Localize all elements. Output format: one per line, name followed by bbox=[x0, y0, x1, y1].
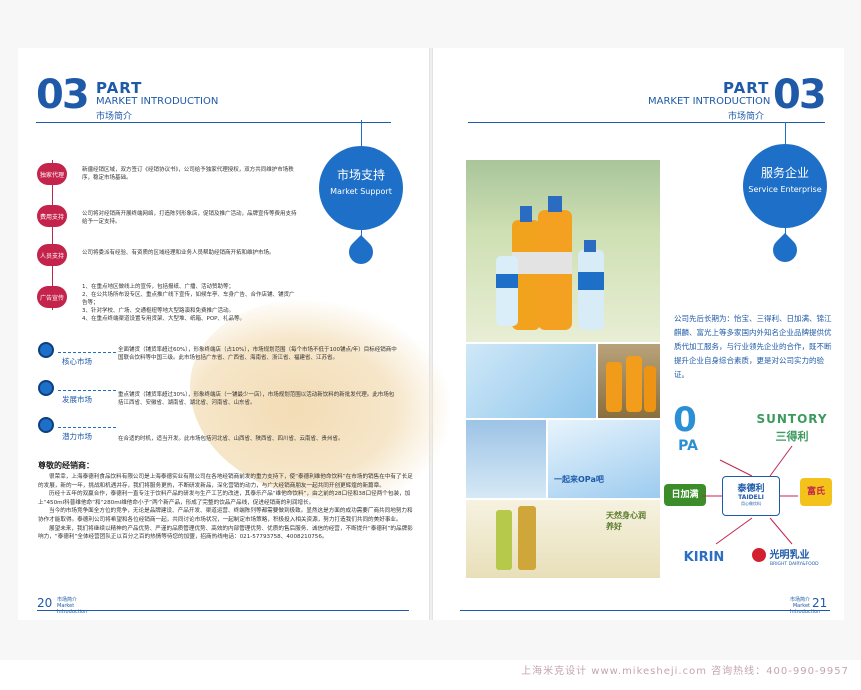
service-enterprise-badge: 服务企业 Service Enterprise bbox=[743, 144, 827, 228]
ads-line-3: 3、针对学校、广场、交通枢纽等地大型路演和免费推广活动。 bbox=[82, 308, 235, 314]
taideli-logo: 泰德利 TAIDELI 用心做饮料 bbox=[722, 476, 780, 516]
market-dash-develop bbox=[58, 390, 116, 391]
product-photo-bottles bbox=[466, 160, 660, 342]
ads-line-1: 1、在重点地区做线上的宣传，包括报纸、广播、活动赞助等； bbox=[82, 284, 235, 290]
page-sub-cn: 市场简介 bbox=[57, 597, 78, 603]
section-number-right: 03 bbox=[773, 72, 827, 118]
china-map-graphic bbox=[190, 300, 450, 500]
page-sub-en1: Market bbox=[792, 603, 810, 609]
photo-water-splash bbox=[466, 344, 596, 418]
potential-market-marker-icon bbox=[38, 417, 54, 433]
guangming-mark-icon bbox=[752, 548, 766, 562]
market-support-badge: 市场支持 Market Support bbox=[319, 146, 403, 230]
footer-rule-right bbox=[460, 610, 830, 611]
title-en-left: MARKET INTRODUCTION bbox=[96, 96, 219, 107]
page-sub-cn: 市场简介 bbox=[790, 597, 811, 603]
orange-bottles-icon bbox=[606, 356, 656, 412]
market-text-core: 全面铺货（铺货率超过60%），形象终端店（占10%），市场规划范围（每个市场不低… bbox=[118, 347, 397, 361]
market-label-develop: 发展市场 bbox=[62, 395, 92, 404]
letter-greeting: 尊敬的经销商： bbox=[38, 461, 94, 470]
service-description: 公司先后长期为：怡宝、三得利、日加满、锦江麒麟、富光上等多家国内外知名企业品牌提… bbox=[674, 314, 832, 379]
guangming-logo-cn: 光明乳业 bbox=[769, 550, 810, 561]
fuguang-logo: 富氏 bbox=[800, 478, 832, 506]
core-market-marker-icon bbox=[38, 342, 54, 358]
page-sub-right: 市场简介 Market Introduction bbox=[790, 597, 821, 615]
photo-orange-bottles bbox=[598, 344, 660, 418]
rijiaman-logo: 日加满 bbox=[664, 484, 706, 506]
section-number-left: 03 bbox=[36, 72, 90, 118]
header-rule-left bbox=[36, 122, 391, 123]
page-number-left: 20 bbox=[37, 596, 53, 610]
suntory-logo-cn: 三得利 bbox=[775, 430, 809, 443]
tea-bottles-icon bbox=[496, 506, 536, 570]
support-label-ads: 广告宣传 bbox=[37, 286, 67, 308]
support-label-funding: 费用支持 bbox=[37, 205, 67, 227]
market-label-potential: 潜力市场 bbox=[62, 432, 92, 441]
guangming-logo: 光明乳业 BRIGHT DAIRY&FOOD bbox=[752, 546, 836, 567]
develop-market-marker-icon bbox=[38, 380, 54, 396]
page-sub-en2: Introduction bbox=[790, 609, 821, 615]
page-sub-left: 市场简介 Market Introduction bbox=[57, 597, 87, 615]
support-timeline bbox=[52, 160, 53, 310]
taideli-logo-cn: 泰德利 bbox=[737, 484, 765, 494]
market-support-en: Market Support bbox=[330, 187, 392, 196]
photo-tea-ad: 天然身心润养好 bbox=[466, 500, 660, 578]
footer-rule-left bbox=[37, 610, 409, 611]
market-text-potential: 在合适的时机，适当开发。此市场包括河北省、山西省、陕西省、四川省、云南省、贵州省… bbox=[118, 436, 344, 442]
market-label-core: 核心市场 bbox=[62, 357, 92, 366]
tea-ad-text: 天然身心润养好 bbox=[606, 511, 646, 531]
taideli-logo-sub: 用心做饮料 bbox=[741, 501, 761, 506]
photo-opa-poster: 一起来OPa吧 bbox=[548, 420, 660, 498]
support-text-ads: 1、在重点地区做线上的宣传，包括报纸、广播、活动赞助等； 2、在公共场所布设专区… bbox=[82, 283, 297, 323]
taideli-logo-en: TAIDELI bbox=[738, 494, 764, 501]
support-text-funding: 公司将对经销商开展终端网络，打造陈列形象店，促销及推广活动，品牌宣传等费用支持给… bbox=[82, 211, 297, 225]
opa-poster-text: 一起来OPa吧 bbox=[554, 475, 604, 484]
opa-logo-sub: PA bbox=[678, 438, 698, 454]
letter-paragraph: 当今的市场竞争面全方位的竞争，无论是品牌建设、产品开发、渠道运营、终端陈列等都需… bbox=[38, 508, 413, 523]
page-fold bbox=[429, 48, 433, 620]
logo-connector-arrows bbox=[702, 445, 798, 545]
guangming-logo-en: BRIGHT DAIRY&FOOD bbox=[770, 562, 819, 567]
footer-bar bbox=[0, 660, 861, 690]
suntory-logo: SUNTORY bbox=[756, 412, 828, 426]
header-rule-right bbox=[468, 122, 825, 123]
page-sub-en1: Market bbox=[57, 603, 75, 609]
letter-paragraph: 历经十五年的双赢合作，泰德利一直专注于饮料产品的研发与生产工艺的改进，其泰乐产品… bbox=[38, 491, 411, 506]
support-label-staff: 人员支持 bbox=[37, 244, 67, 266]
pin-stem-support bbox=[361, 120, 362, 150]
title-cn-right: 市场简介 bbox=[728, 112, 765, 122]
letter-paragraph: 很荣幸，上海泰德利食品饮料有限公司是上海泰德实业有限公司在各地经销商前发的重力支… bbox=[38, 474, 413, 489]
page-sub-en2: Introduction bbox=[57, 609, 88, 615]
ads-line-4: 4、在重点终端渠道设置专用货架、大型堆、纸箱、POP、礼品等。 bbox=[82, 316, 245, 322]
part-label-right: PART bbox=[723, 79, 770, 97]
letter-paragraph: 展望未来，我们将继续以精神的产品优势、严谨的品质管理优势、高效的内部管理优势、优… bbox=[38, 525, 413, 541]
opa-logo: 0 bbox=[673, 400, 697, 440]
photo-promo-event bbox=[466, 420, 546, 498]
title-cn-left: 市场简介 bbox=[96, 112, 133, 122]
pin-stem-service bbox=[785, 122, 786, 148]
page-number-right: 21 bbox=[812, 596, 828, 610]
support-text-staff: 公司将委派有经验、有资质的区域经理和业务人员帮助经销商开拓和维护市场。 bbox=[82, 250, 275, 256]
support-label-exclusive: 独家代理 bbox=[37, 163, 67, 185]
service-cn: 服务企业 bbox=[760, 166, 809, 180]
market-text-develop: 重点铺货（铺货率超过30%），形象终端店（一铺最少一店），市场规划范围以活动新饮… bbox=[118, 392, 395, 406]
market-dash-core bbox=[58, 352, 116, 353]
service-en: Service Enterprise bbox=[748, 185, 822, 194]
kirin-logo: KIRIN bbox=[683, 550, 725, 565]
market-dash-potential bbox=[58, 427, 116, 428]
letter-body: 很荣幸，上海泰德利食品饮料有限公司是上海泰德实业有限公司在各地经销商前发的重力支… bbox=[38, 473, 418, 542]
part-label-left: PART bbox=[96, 79, 143, 97]
footer-contact: 上海米克设计 www.mikesheji.com 咨询热线：400-990-99… bbox=[521, 666, 849, 677]
market-support-cn: 市场支持 bbox=[336, 168, 385, 182]
ads-line-2: 2、在公共场所布设专区、重点推广线下宣传，如候车亭、车身广告、合作店铺、铺货广告… bbox=[82, 292, 295, 306]
title-en-right: MARKET INTRODUCTION bbox=[648, 96, 771, 107]
bottles-illustration bbox=[496, 196, 604, 330]
support-text-exclusive: 新疆经销区域，双方签订《经销协议书》，公司给予独家代理授权，双方共同维护市场秩序… bbox=[82, 167, 294, 181]
